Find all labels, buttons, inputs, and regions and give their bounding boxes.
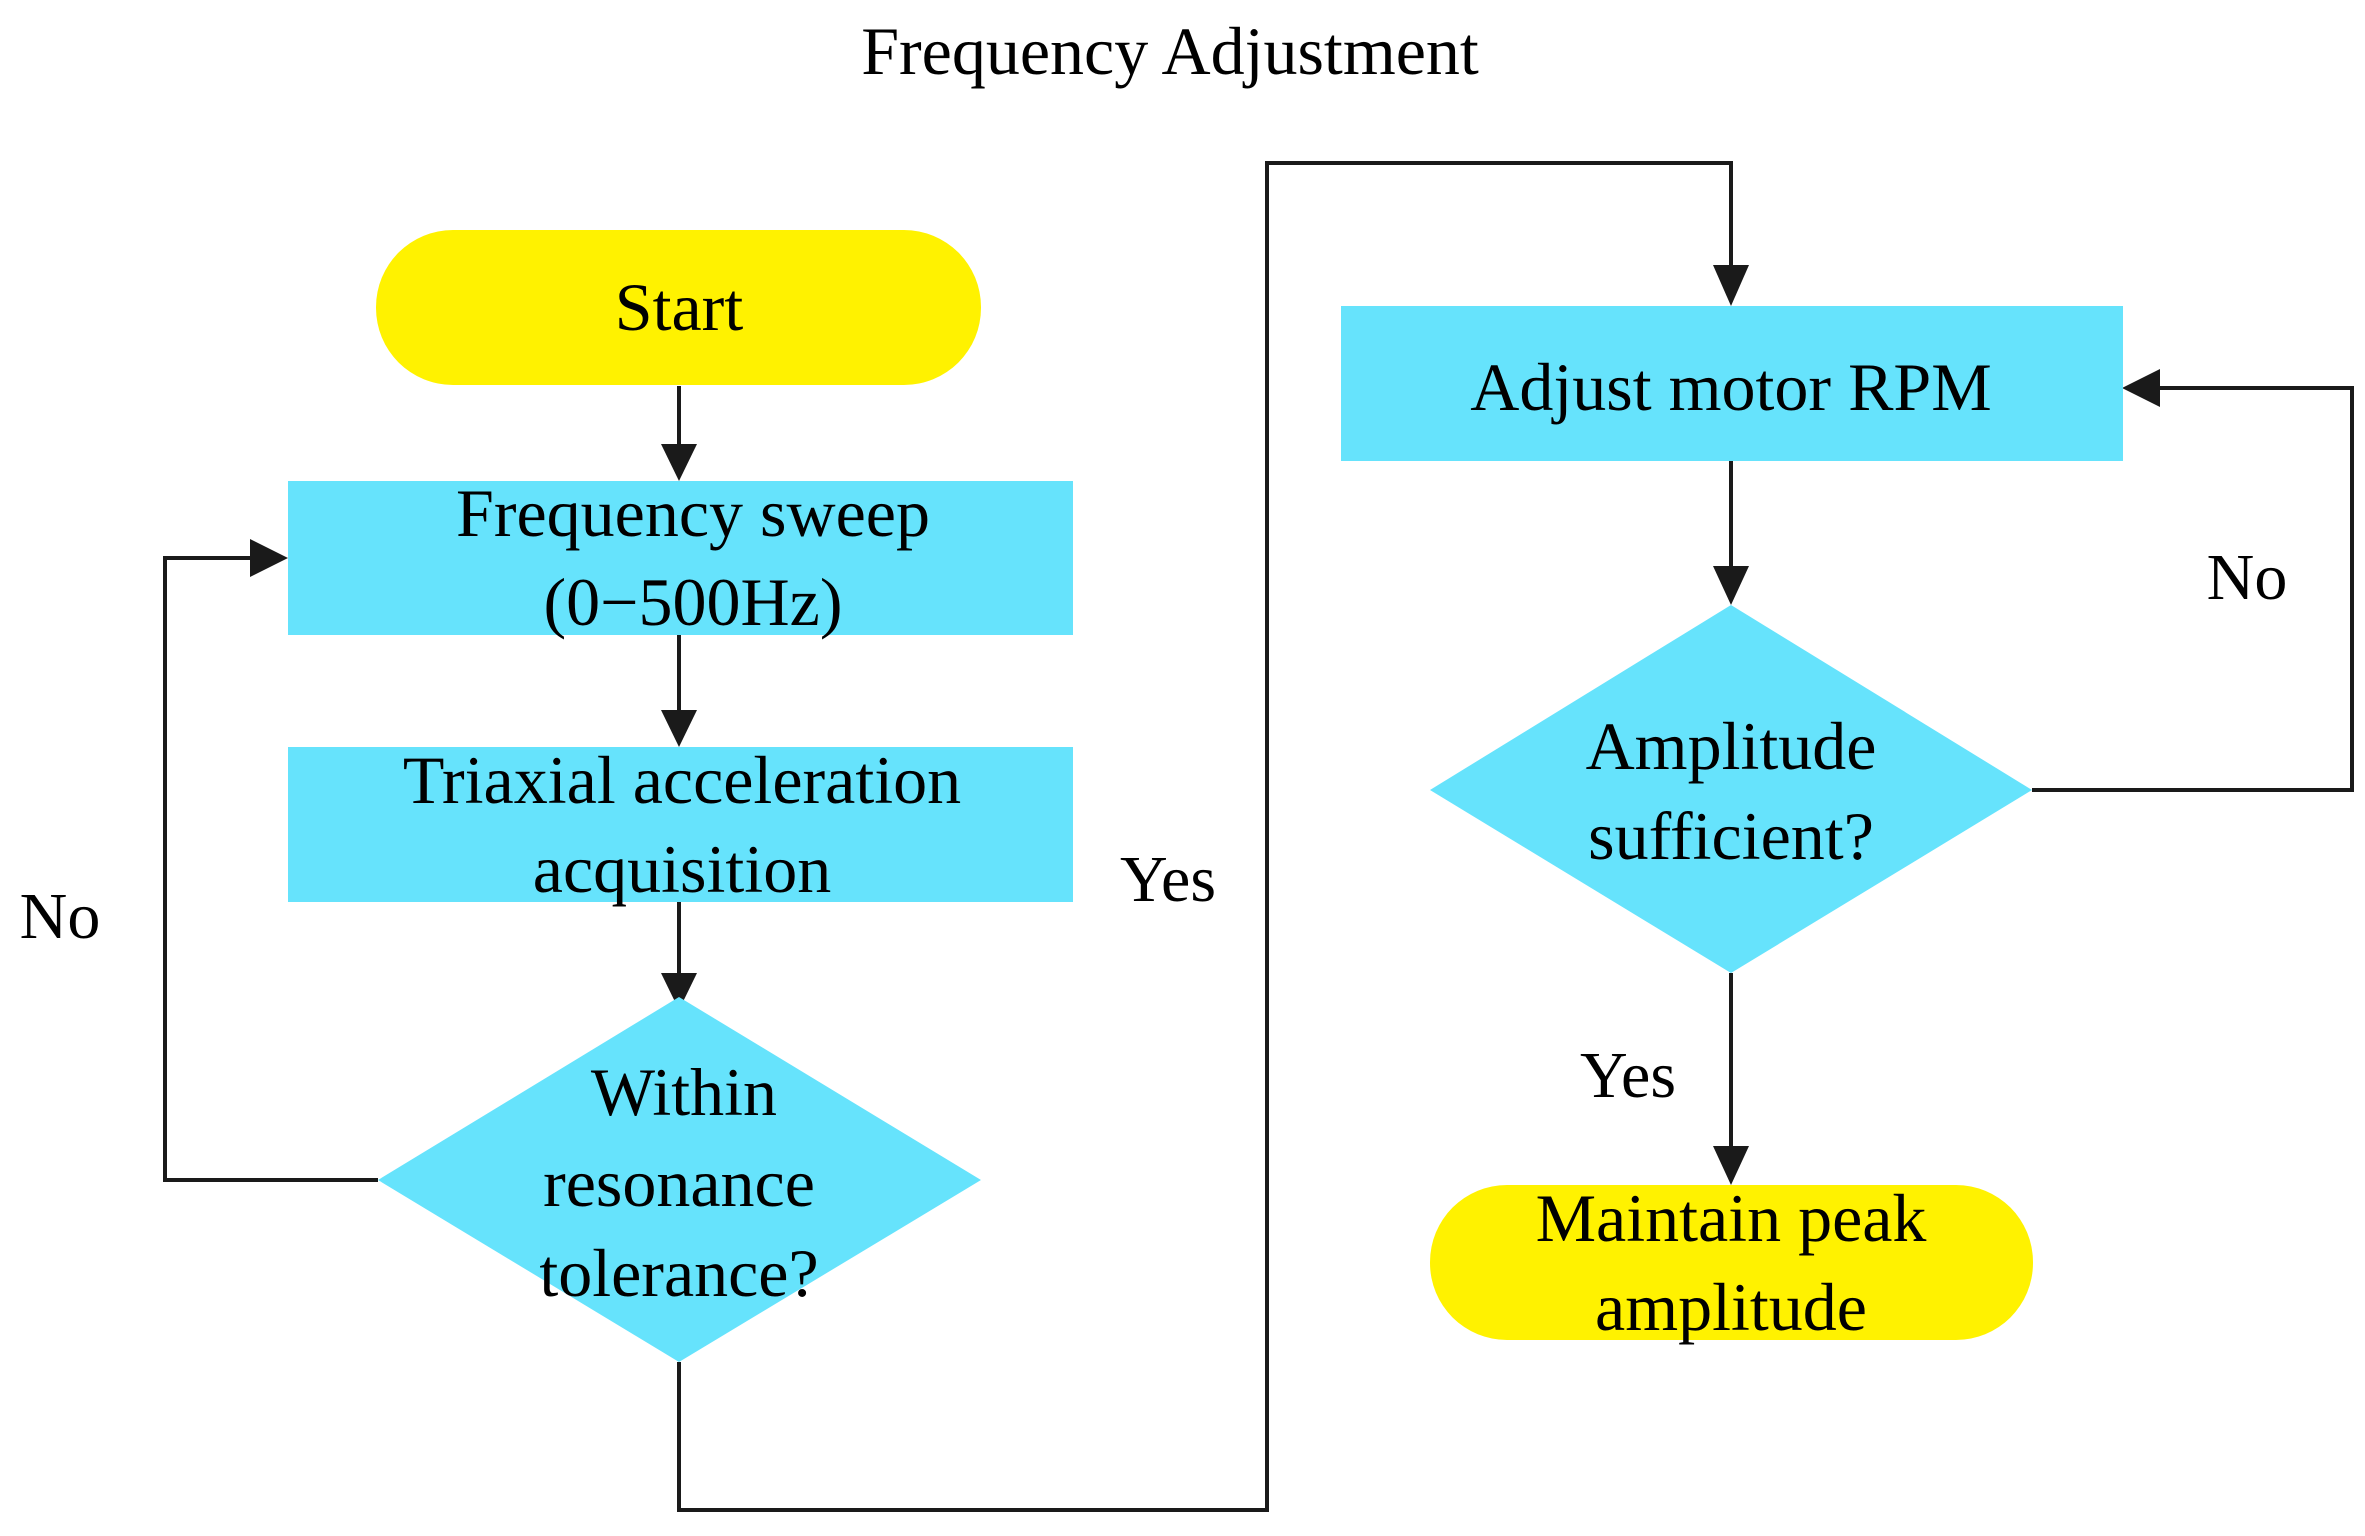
acquisition-node: Triaxial acceleration acquisition xyxy=(288,742,1073,907)
amplitude-decision-node: Amplitude sufficient? xyxy=(1430,605,2032,973)
amplitude-label-line2: sufficient? xyxy=(1588,798,1874,874)
edge-label-resonance-no: No xyxy=(20,880,101,953)
maintain-node: Maintain peak amplitude xyxy=(1430,1180,2033,1345)
maintain-label-line2: amplitude xyxy=(1595,1269,1867,1345)
edge-resonance-yes xyxy=(677,161,1733,1512)
arrowhead-adjust-rpm xyxy=(1713,265,1749,306)
sweep-label-line2: (0−500Hz) xyxy=(544,564,843,640)
arrowhead-amplitude xyxy=(1713,566,1749,605)
edge-label-resonance-yes: Yes xyxy=(1120,843,1216,916)
diagram-title: Frequency Adjustment xyxy=(861,13,1479,89)
arrowhead-sweep xyxy=(661,444,697,481)
resonance-label-line1: Within xyxy=(591,1054,777,1130)
adjust-rpm-node: Adjust motor RPM xyxy=(1341,306,2123,461)
edge-amplitude-no xyxy=(2032,386,2354,792)
maintain-label-line1: Maintain peak xyxy=(1536,1180,1927,1256)
edge-label-amplitude-yes: Yes xyxy=(1580,1039,1676,1112)
arrowhead-rpm-loop xyxy=(2122,369,2160,407)
arrowhead-resonance xyxy=(661,973,697,1010)
frequency-sweep-node: Frequency sweep (0−500Hz) xyxy=(288,475,1073,640)
sweep-label-line1: Frequency sweep xyxy=(456,475,930,551)
resonance-label-line2: resonance xyxy=(543,1145,815,1221)
amplitude-label-line1: Amplitude xyxy=(1586,708,1877,784)
edge-resonance-no xyxy=(163,556,378,1182)
arrowhead-acquisition xyxy=(661,710,697,747)
acquisition-label-line1: Triaxial acceleration xyxy=(403,742,961,818)
edge-label-amplitude-no: No xyxy=(2207,541,2288,614)
arrowheads xyxy=(250,265,2160,1185)
arrowhead-maintain xyxy=(1713,1146,1749,1185)
resonance-decision-node: Within resonance tolerance? xyxy=(378,997,981,1362)
start-label: Start xyxy=(615,269,744,345)
connectors xyxy=(163,161,2354,1512)
arrowhead-sweep-loop xyxy=(250,539,288,577)
start-node: Start xyxy=(376,230,981,385)
resonance-label-line3: tolerance? xyxy=(539,1235,818,1311)
acquisition-label-line2: acquisition xyxy=(533,831,831,907)
adjust-rpm-label: Adjust motor RPM xyxy=(1470,349,1991,425)
